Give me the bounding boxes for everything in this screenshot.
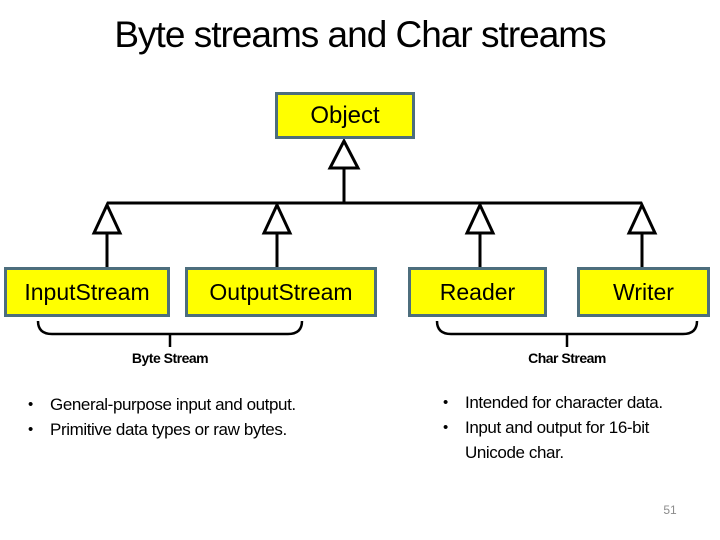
class-box-reader-label: Reader [439, 278, 516, 305]
class-box-object-label: Object [310, 101, 380, 129]
group-label-byte-stream: Byte Stream [131, 350, 209, 366]
page-number: 51 [663, 503, 677, 517]
class-box-writer: Writer [577, 267, 710, 317]
group-label-char-stream: Char Stream [528, 350, 606, 366]
inheritance-arrow-outputstream [261, 201, 293, 235]
bullet-icon: • [443, 419, 448, 436]
byte-stream-note-1: General-purpose input and output. [50, 395, 296, 414]
class-box-outputstream: OutputStream [185, 267, 377, 317]
inheritance-arrow-inputstream [91, 201, 123, 235]
inheritance-arrow-writer [626, 201, 658, 235]
brace-byte-stream [36, 320, 304, 336]
brace-char-stream [435, 320, 699, 336]
list-item: • Input and output for 16-bit Unicode ch… [443, 415, 688, 465]
class-box-writer-label: Writer [613, 278, 674, 305]
class-box-reader: Reader [408, 267, 547, 317]
list-item: • General-purpose input and output. [28, 392, 358, 417]
char-stream-notes: • Intended for character data. • Input a… [443, 390, 688, 465]
list-item: • Primitive data types or raw bytes. [28, 417, 358, 442]
class-box-object: Object [275, 92, 415, 139]
class-box-inputstream-label: InputStream [24, 278, 150, 305]
char-stream-note-1: Intended for character data. [465, 393, 663, 412]
bullet-icon: • [443, 394, 448, 411]
bullet-icon: • [28, 396, 33, 413]
class-box-outputstream-label: OutputStream [209, 278, 353, 305]
byte-stream-note-2: Primitive data types or raw bytes. [50, 420, 287, 439]
list-item: • Intended for character data. [443, 390, 688, 415]
inheritance-arrow-object [327, 137, 361, 170]
bullet-icon: • [28, 421, 33, 438]
byte-stream-notes: • General-purpose input and output. • Pr… [28, 392, 358, 442]
class-box-inputstream: InputStream [4, 267, 170, 317]
char-stream-note-2: Input and output for 16-bit Unicode char… [465, 418, 649, 462]
slide-title: Byte streams and Char streams [114, 14, 606, 55]
inheritance-arrow-reader [464, 201, 496, 235]
